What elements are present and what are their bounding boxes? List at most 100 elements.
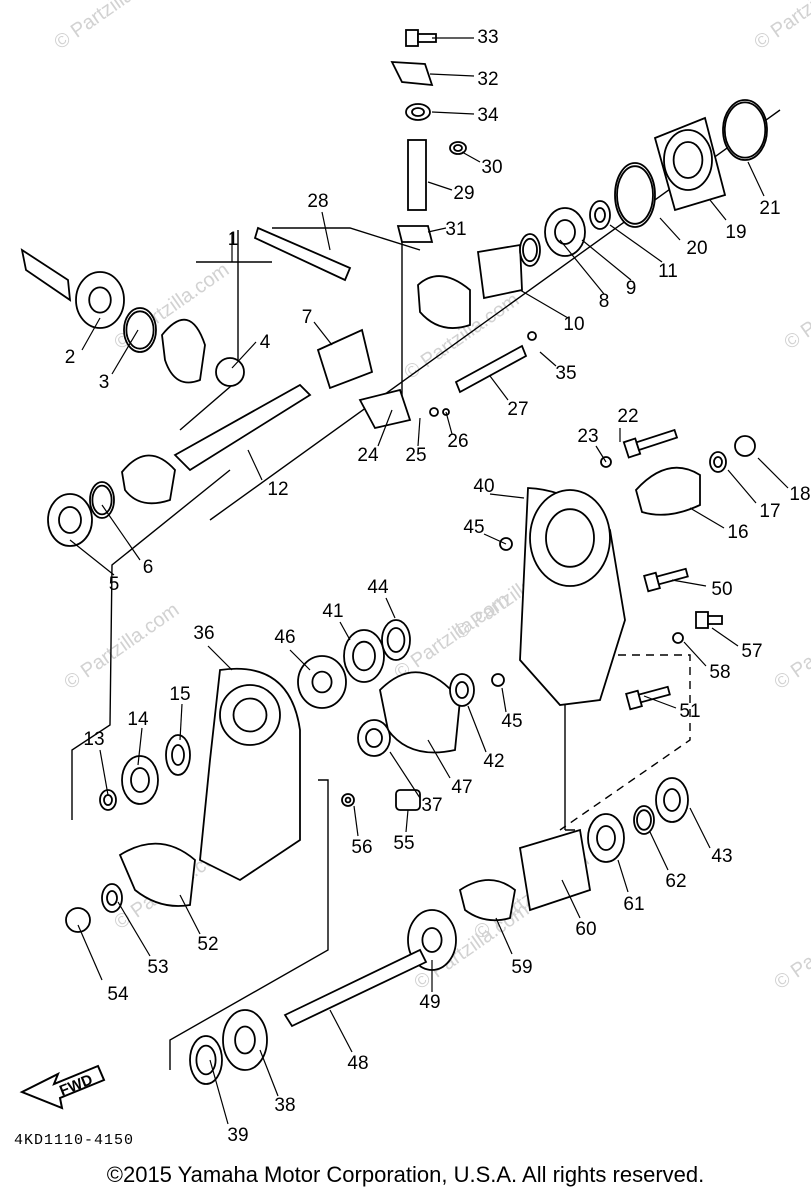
part-label-32[interactable]: 32 <box>477 69 498 90</box>
part-label-62[interactable]: 62 <box>665 871 686 892</box>
part-label-7[interactable]: 7 <box>302 307 313 328</box>
part-label-56[interactable]: 56 <box>351 837 372 858</box>
part-label-16[interactable]: 16 <box>727 522 748 543</box>
leader-line-5 <box>69 539 115 576</box>
part-label-10[interactable]: 10 <box>563 314 584 335</box>
part-label-11[interactable]: 11 <box>658 261 678 282</box>
part-label-22[interactable]: 22 <box>617 406 638 427</box>
spring-25 <box>429 407 439 417</box>
part-label-3[interactable]: 3 <box>99 372 110 393</box>
part-label-40[interactable]: 40 <box>473 476 494 497</box>
part-label-31[interactable]: 31 <box>445 219 466 240</box>
leader-line-6 <box>101 504 141 561</box>
part-label-54[interactable]: 54 <box>107 984 129 1005</box>
part-label-17[interactable]: 17 <box>759 501 780 522</box>
part-label-58[interactable]: 58 <box>709 662 730 683</box>
leader-line-10 <box>519 289 569 319</box>
part-label-45[interactable]: 45 <box>501 711 522 732</box>
part-label-51[interactable]: 51 <box>679 701 700 722</box>
leader-line-29 <box>427 181 453 191</box>
part-label-52[interactable]: 52 <box>197 934 218 955</box>
leader-line-48 <box>329 1009 353 1053</box>
bearing-42-bore <box>455 681 469 699</box>
part-label-61[interactable]: 61 <box>623 894 644 915</box>
bearing-2-bore <box>88 286 112 314</box>
washer-58 <box>672 632 684 644</box>
part-label-21[interactable]: 21 <box>759 198 780 219</box>
part-label-53[interactable]: 53 <box>147 957 168 978</box>
part-label-46[interactable]: 46 <box>274 627 295 648</box>
fwd-arrow-icon: FWD <box>19 1064 106 1110</box>
part-label-14[interactable]: 14 <box>127 709 149 730</box>
leader-line-52 <box>179 894 201 935</box>
leader-line-17 <box>727 469 757 504</box>
leader-line-59 <box>495 917 513 955</box>
part-label-30[interactable]: 30 <box>481 157 502 178</box>
leader-line-26 <box>445 411 453 435</box>
part-label-44[interactable]: 44 <box>367 577 389 598</box>
leader-line-28 <box>321 211 331 251</box>
leader-line-9 <box>581 239 632 281</box>
part-label-47[interactable]: 47 <box>451 777 472 798</box>
part-label-45[interactable]: 45 <box>463 517 484 538</box>
part-label-37[interactable]: 37 <box>421 795 442 816</box>
part-label-15[interactable]: 15 <box>169 684 190 705</box>
part-label-50[interactable]: 50 <box>711 579 732 600</box>
copyright-notice: ©2015 Yamaha Motor Corporation, U.S.A. A… <box>106 1162 705 1187</box>
leader-line-20 <box>659 217 681 241</box>
leader-line-60 <box>561 879 581 919</box>
part-label-23[interactable]: 23 <box>577 426 598 447</box>
gear-47 <box>379 671 461 754</box>
part-label-8[interactable]: 8 <box>599 291 610 312</box>
part-label-4[interactable]: 4 <box>260 332 271 353</box>
part-label-59[interactable]: 59 <box>511 957 532 978</box>
part-label-49[interactable]: 49 <box>419 992 440 1013</box>
leader-line-18 <box>757 457 789 489</box>
part-label-13[interactable]: 13 <box>83 729 104 750</box>
watermark-text: © Partzilla.com <box>770 599 811 694</box>
part-label-5[interactable]: 5 <box>109 574 120 595</box>
clutch-59 <box>458 879 516 922</box>
part-label-36[interactable]: 36 <box>193 623 214 644</box>
shaft-29 <box>407 139 427 211</box>
circlip-3-bore <box>125 310 155 350</box>
part-label-2[interactable]: 2 <box>65 347 76 368</box>
part-label-27[interactable]: 27 <box>507 399 528 420</box>
washer-30-bore <box>453 144 463 152</box>
washer-56-bore <box>344 796 352 804</box>
part-label-18[interactable]: 18 <box>789 484 810 505</box>
bearing-5-bore <box>58 506 82 534</box>
part-label-12[interactable]: 12 <box>267 479 288 500</box>
leader-line-16 <box>689 507 725 529</box>
nut-54 <box>65 907 91 933</box>
part-label-1[interactable]: 1 <box>228 229 239 250</box>
part-label-55[interactable]: 55 <box>393 833 414 854</box>
part-label-26[interactable]: 26 <box>447 431 468 452</box>
part-label-34[interactable]: 34 <box>477 105 499 126</box>
part-label-19[interactable]: 19 <box>725 222 746 243</box>
part-label-42[interactable]: 42 <box>483 751 504 772</box>
leader-line-30 <box>461 151 481 163</box>
leader-line-45 <box>483 533 507 545</box>
part-label-6[interactable]: 6 <box>143 557 154 578</box>
leader-line-35 <box>539 351 557 367</box>
seal-15-bore <box>171 744 185 766</box>
exploded-parts-diagram: © Partzilla.com© Partzilla.com© Partzill… <box>19 0 811 1146</box>
part-label-28[interactable]: 28 <box>307 191 328 212</box>
part-label-20[interactable]: 20 <box>686 238 707 259</box>
part-label-39[interactable]: 39 <box>227 1125 248 1146</box>
part-label-9[interactable]: 9 <box>626 278 637 299</box>
part-label-25[interactable]: 25 <box>405 445 426 466</box>
part-label-41[interactable]: 41 <box>322 601 343 622</box>
part-label-38[interactable]: 38 <box>274 1095 295 1116</box>
part-label-43[interactable]: 43 <box>711 846 732 867</box>
part-label-33[interactable]: 33 <box>477 27 498 48</box>
part-label-57[interactable]: 57 <box>741 641 762 662</box>
part-label-29[interactable]: 29 <box>453 183 474 204</box>
part-label-24[interactable]: 24 <box>357 445 379 466</box>
leader-line-55 <box>405 809 409 833</box>
part-label-60[interactable]: 60 <box>575 919 596 940</box>
part-label-35[interactable]: 35 <box>555 363 576 384</box>
spring-60 <box>518 828 592 912</box>
part-label-48[interactable]: 48 <box>347 1053 368 1074</box>
